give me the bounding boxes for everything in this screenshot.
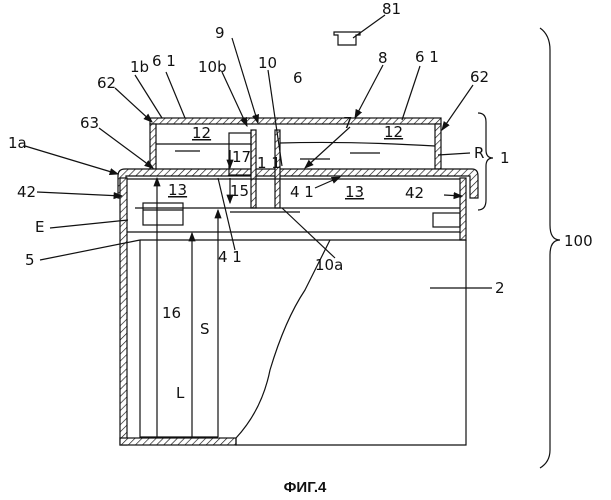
component-e-left [143,203,183,225]
reference-label: 17 [232,148,251,166]
reference-label: 62 [470,68,489,86]
reference-label: 7 [343,114,353,132]
reference-label: R [474,144,484,162]
reference-label: 42 [405,184,424,202]
tube-left-wall [251,130,256,208]
reference-label: 1 [500,149,510,167]
reference-label: L [176,384,185,402]
reference-label: 12 [192,124,211,142]
reference-label: 9 [215,24,225,42]
reference-label: 4 1 [218,248,242,266]
cap-81 [334,32,360,45]
reference-label: 12 [384,123,403,141]
upper-right-wall [435,124,441,169]
reference-label: 42 [17,183,36,201]
reference-label: 13 [168,181,187,199]
reference-label: 6 1 [152,52,176,70]
upper-liquid-line-right [280,142,435,146]
reference-label: 5 [25,251,35,269]
outer-left-wall [120,178,127,445]
reference-label: 63 [80,114,99,132]
body-2-cutaway [236,240,466,445]
reference-label: 2 [495,279,505,297]
figure-caption: ФИГ.4 [284,479,327,496]
reference-label: S [200,320,210,338]
outer-right-wall [460,178,466,240]
reference-label: 8 [378,49,388,67]
upper-left-wall [150,124,156,169]
reference-label: 1a [8,134,27,152]
reference-label: 10 [258,54,277,72]
reference-label: 100 [564,232,593,250]
reference-label: 6 [293,69,303,87]
reference-label: 16 [162,304,181,322]
component-e-right [433,213,460,227]
reference-label: 1 1 [257,154,281,172]
reference-label: 6 1 [415,48,439,66]
reference-label: 10a [315,256,343,274]
reference-label: 62 [97,74,116,92]
reference-label: 10b [198,58,227,76]
reference-label: E [35,218,44,236]
reference-labels: 81 9 8 1b 6 1 6 1 10b 10 6 62 62 12 12 1… [8,0,593,402]
reference-label: 1b [130,58,149,76]
reference-label: 15 [230,182,249,200]
reference-label: 81 [382,0,401,18]
reference-label: 13 [345,183,364,201]
reference-label: 4 1 [290,183,314,201]
outer-bottom [120,438,236,445]
brace-100 [540,28,560,468]
